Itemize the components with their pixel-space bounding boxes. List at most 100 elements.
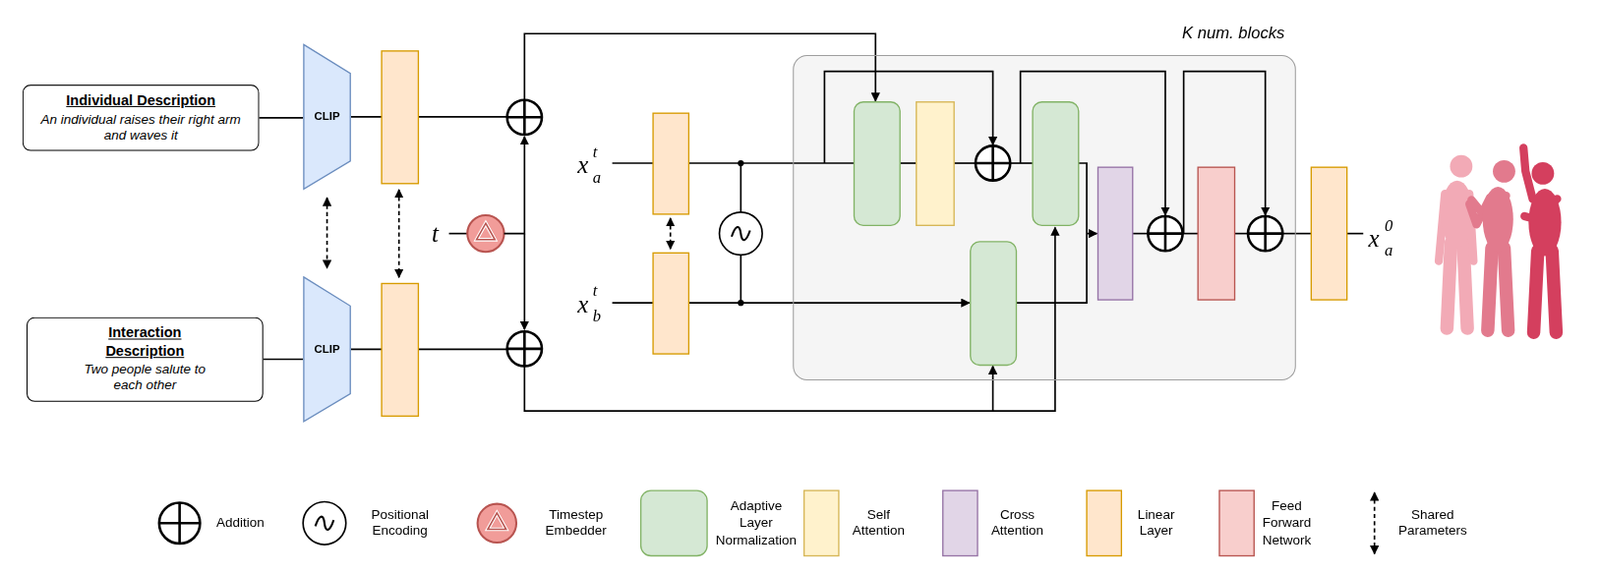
transformer-block: K num. blocks <box>792 55 1297 381</box>
node-heading: Interaction Description <box>68 324 223 360</box>
figure-torso <box>1528 188 1561 256</box>
figure-limb <box>1503 247 1508 331</box>
math-label: x <box>577 153 589 178</box>
legend-swatch <box>641 490 708 556</box>
legend-text: Timestep Embedder <box>533 506 620 540</box>
description-box: Interaction DescriptionTwo people salute… <box>26 317 264 403</box>
wire <box>449 233 469 236</box>
wire <box>688 301 969 304</box>
human-figure <box>1523 147 1561 333</box>
cross-attention <box>1097 167 1132 300</box>
legend-item: Timestep Embedder <box>533 506 620 540</box>
wire <box>1282 233 1311 236</box>
self-attention <box>916 102 954 227</box>
linear-layer <box>381 51 418 184</box>
node-body: An individual raises their right arm and… <box>33 111 248 145</box>
positional-encoding-symbol <box>302 502 347 546</box>
figure-limb <box>1487 247 1492 331</box>
tilde-symbol <box>731 227 751 240</box>
connector <box>351 33 876 118</box>
math-label: b <box>592 307 601 325</box>
wire <box>524 234 527 331</box>
figure-limb <box>1446 242 1451 329</box>
legend-swatch <box>1219 490 1254 556</box>
legend-text: Positional Encoding <box>358 506 441 540</box>
triangle-symbol <box>476 223 496 240</box>
figure-torso <box>1440 180 1474 248</box>
block-fill <box>792 55 1297 381</box>
clip-encoder: CLIP <box>302 276 352 422</box>
math-symbol: 0 <box>1384 217 1393 235</box>
wire <box>612 301 654 304</box>
adaptive-layer-norm <box>970 241 1017 366</box>
math-symbol: t <box>431 221 439 246</box>
addition-symbol <box>159 503 201 545</box>
wire <box>1347 233 1364 236</box>
addition-symbol <box>507 100 542 135</box>
legend-item: Positional Encoding <box>358 506 441 540</box>
node-body: Two people salute to each other <box>68 360 223 395</box>
figure-head <box>1531 162 1554 185</box>
shared-parameters-arrow <box>398 189 401 278</box>
node-heading: CLIP <box>314 110 341 124</box>
wire <box>504 136 526 235</box>
legend-item: Shared Parameters <box>1391 506 1474 540</box>
wire <box>1086 233 1097 236</box>
wire <box>899 162 917 165</box>
addition-cross <box>523 100 527 135</box>
legend-item: Addition <box>216 515 298 533</box>
wire <box>1132 233 1149 236</box>
adaptive-layer-norm <box>853 102 900 227</box>
linear-layer <box>652 113 689 215</box>
legend-item: Self Attention <box>846 506 910 540</box>
legend-item: Adaptive Layer Normalization <box>711 498 800 549</box>
linear-layer <box>381 283 418 416</box>
math-symbol: x <box>577 153 589 178</box>
legend-swatch <box>943 490 978 556</box>
addition-symbol <box>507 331 542 366</box>
junction-dot <box>737 160 744 167</box>
math-symbol: a <box>592 169 601 186</box>
node-heading: CLIP <box>314 342 341 356</box>
wire <box>1235 233 1248 236</box>
clip-encoder: CLIP <box>302 44 352 190</box>
legend-text: Shared Parameters <box>1391 506 1474 540</box>
linear-layer <box>652 252 689 355</box>
figure-limb <box>1463 242 1468 329</box>
addition-symbol <box>1147 216 1183 251</box>
math-label: a <box>1384 242 1393 260</box>
addition-cross <box>523 331 527 366</box>
trapezoid-shape <box>303 44 351 189</box>
math-label: a <box>592 169 601 186</box>
figure-torso <box>1482 186 1514 252</box>
legend-text: Adaptive Layer Normalization <box>711 498 800 549</box>
math-label: t <box>592 282 598 299</box>
timestep-embedder-symbol <box>467 215 504 252</box>
math-symbol: t <box>592 143 598 161</box>
description-box: Individual DescriptionAn individual rais… <box>22 84 260 151</box>
addition-cross <box>991 145 995 180</box>
connector <box>263 358 303 361</box>
triangle-symbol <box>487 513 507 531</box>
wire <box>1183 233 1199 236</box>
legend-item: Cross Attention <box>985 506 1049 540</box>
connector <box>259 117 304 119</box>
wire <box>1009 162 1033 165</box>
connector <box>326 197 329 269</box>
legend-text: Linear Layer <box>1130 506 1183 540</box>
math-symbol: x <box>1367 226 1379 251</box>
legend-text: Addition <box>216 515 298 533</box>
addition-symbol <box>975 145 1010 180</box>
math-label: t <box>431 221 439 246</box>
math-label: x <box>1367 226 1379 251</box>
triangle-symbol <box>487 513 507 531</box>
shared-parameters-symbol <box>1373 492 1376 554</box>
legend-text: Self Attention <box>846 506 910 540</box>
addition-symbol <box>1247 216 1283 251</box>
timestep-embedder-symbol <box>477 504 517 543</box>
math-label: x <box>577 292 589 317</box>
legend-swatch <box>804 490 839 556</box>
addition-cross <box>177 503 181 545</box>
tilde-symbol <box>315 517 335 531</box>
